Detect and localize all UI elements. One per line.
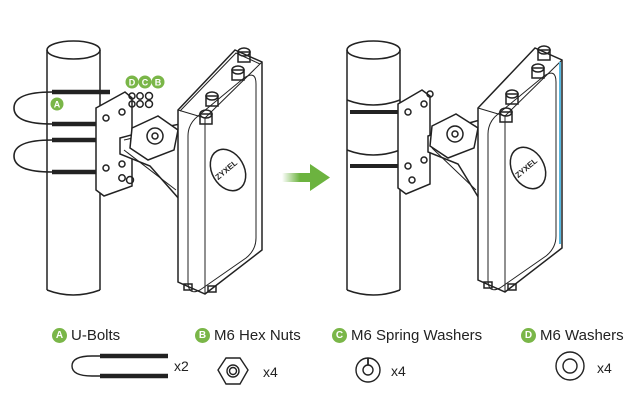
pole-left xyxy=(46,40,101,296)
qty-washers: x4 xyxy=(597,360,612,376)
antenna-device-left xyxy=(177,47,263,295)
part-label-u-bolts: A U-Bolts xyxy=(52,327,120,344)
direction-arrow xyxy=(282,164,330,191)
part-name: M6 Washers xyxy=(540,327,624,344)
svg-text:D: D xyxy=(129,78,136,88)
badge-a: A xyxy=(52,328,67,343)
swivel-plate-left xyxy=(129,115,179,161)
qty-hex-nuts: x4 xyxy=(263,364,278,380)
hardware-upper xyxy=(128,91,154,109)
qty-u-bolts: x2 xyxy=(174,358,189,374)
part-label-spring-washers: C M6 Spring Washers xyxy=(332,327,482,344)
badge-b: B xyxy=(195,328,210,343)
svg-text:A: A xyxy=(54,100,61,110)
part-name: U-Bolts xyxy=(71,327,121,344)
antenna-device-right xyxy=(477,45,563,293)
part-name: M6 Hex Nuts xyxy=(214,327,301,344)
callout-c: C xyxy=(138,75,152,89)
svg-text:B: B xyxy=(155,78,162,88)
clamp-plate-left xyxy=(95,91,133,197)
u-bolt-icon xyxy=(71,353,168,379)
hardware-lower xyxy=(118,174,135,185)
callout-a: A xyxy=(50,97,64,111)
part-label-hex-nuts: B M6 Hex Nuts xyxy=(195,327,301,344)
assembled-view xyxy=(346,40,563,296)
connectors-left xyxy=(199,47,251,125)
washer-icon xyxy=(555,351,585,381)
hex-nut-icon xyxy=(217,357,249,385)
part-name: M6 Spring Washers xyxy=(351,327,483,344)
qty-spring-washers: x4 xyxy=(391,363,406,379)
part-label-washers: D M6 Washers xyxy=(521,327,624,344)
connectors-right xyxy=(499,45,551,123)
badge-d: D xyxy=(521,328,536,343)
svg-text:C: C xyxy=(142,78,149,88)
spring-washer-icon xyxy=(355,357,381,383)
callout-b: B xyxy=(151,75,165,89)
badge-c: C xyxy=(332,328,347,343)
swivel-plate-right xyxy=(429,113,479,159)
callout-d: D xyxy=(125,75,139,89)
exploded-view xyxy=(13,40,263,296)
